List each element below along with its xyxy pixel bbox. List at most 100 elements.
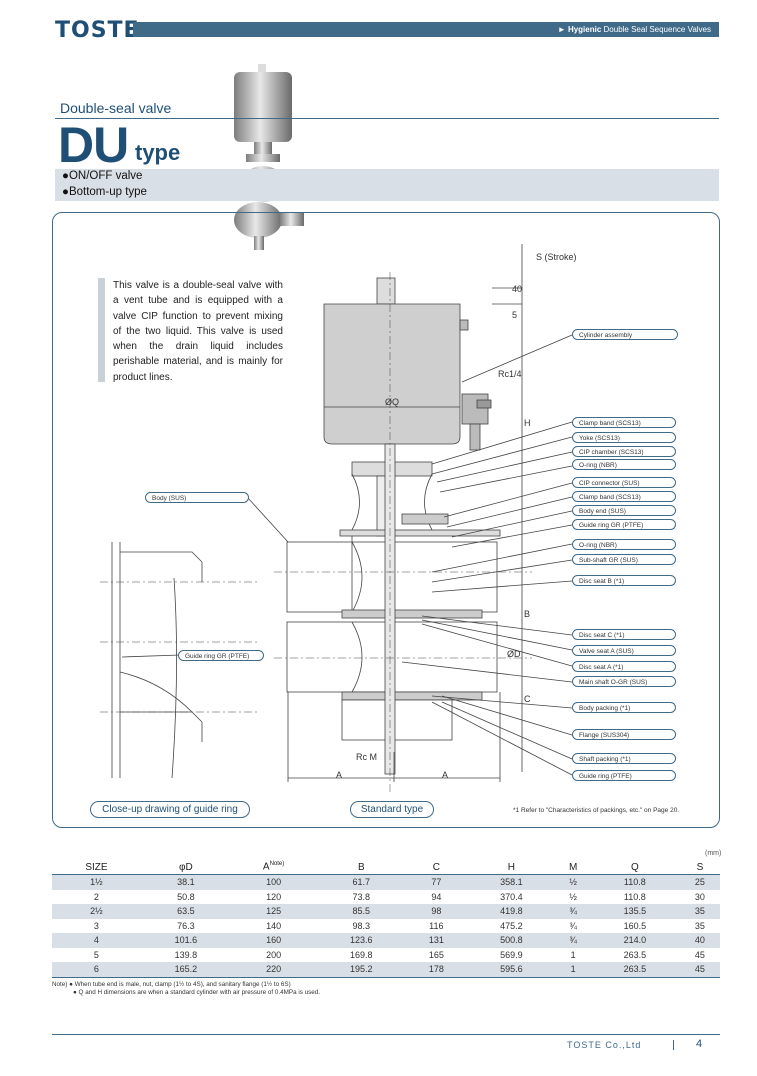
part-label: Yoke (SCS13): [572, 432, 676, 443]
part-label: Guide ring (PTFE): [572, 770, 676, 781]
feature-2: ●Bottom-up type: [62, 186, 147, 198]
cell: 131: [406, 933, 467, 948]
cell: 98: [406, 904, 467, 919]
th-s: S: [679, 860, 720, 875]
cell: 2: [93, 891, 99, 902]
footer-company: TOSTE Co.,Ltd: [567, 1040, 642, 1050]
cell: 50.8: [177, 891, 195, 902]
type-word: type: [135, 140, 181, 165]
part-label: Sub-shaft GR (SUS): [572, 554, 676, 565]
cell: 100: [230, 874, 317, 890]
dim-b: B: [524, 609, 530, 619]
part-label: Main shaft O-GR (SUS): [572, 676, 676, 687]
cell: ¾: [556, 904, 590, 919]
cell: 200: [266, 949, 282, 960]
description-text: This valve is a double-seal valve with a…: [113, 280, 283, 383]
th-a-note: Note): [269, 861, 285, 868]
cell: 165.2: [140, 962, 231, 978]
technical-drawing: S (Stroke) 40 5 Rc1/4 ØQ H B ØD C Rc M A…: [100, 244, 577, 792]
cell: 135.5: [589, 904, 680, 919]
dim-stroke: S (Stroke): [536, 252, 577, 262]
cell: 178: [406, 962, 467, 978]
part-label: Disc seat A (*1): [572, 661, 676, 672]
cell: 25: [679, 874, 720, 890]
th-m: M: [556, 860, 590, 875]
dim-h: H: [524, 418, 531, 428]
category-bold: Hygienic: [567, 25, 602, 34]
cell: 419.8: [466, 904, 557, 919]
part-label: O-ring (NBR): [572, 459, 676, 470]
cell: 120: [266, 891, 282, 902]
cell: ½: [556, 874, 590, 890]
cell: 214.0: [589, 933, 680, 948]
dim-rcm: Rc M: [356, 752, 377, 762]
cell: 35: [694, 920, 705, 931]
cell: 1: [556, 962, 590, 978]
cell: 61.7: [316, 874, 407, 890]
dim-rc14: Rc1/4: [498, 369, 522, 379]
table-unit: (mm): [705, 850, 722, 857]
cell: 63.5: [140, 904, 231, 919]
cell: 500.8: [466, 933, 557, 948]
closeup-label: Guide ring GR (PTFE): [178, 650, 264, 661]
arrow-icon: ►: [557, 25, 566, 34]
type-code: DU: [58, 117, 129, 173]
drawing-panel: [52, 212, 720, 828]
cell: 125: [230, 904, 317, 919]
cell: 123.6: [316, 933, 407, 948]
cell: 77: [406, 874, 467, 890]
footer-rule: [52, 1034, 720, 1035]
part-label: Clamp band (SCS13): [572, 417, 676, 428]
cell: 110.8: [623, 891, 646, 902]
th-c: C: [406, 860, 467, 875]
part-label: Valve seat A (SUS): [572, 645, 676, 656]
part-label: CIP connector (SUS): [572, 477, 676, 488]
cell: 6: [52, 962, 141, 978]
note-2: ● Q and H dimensions are when a standard…: [73, 989, 321, 996]
cell: 5: [93, 949, 99, 960]
part-label: CIP chamber (SCS13): [572, 446, 676, 457]
drawing-footnote: *1 Refer to "Characteristics of packings…: [513, 807, 680, 814]
cell: 139.8: [174, 949, 198, 960]
cell: 4: [52, 933, 141, 948]
cell: 116: [429, 920, 444, 931]
subtitle: Double-seal valve: [60, 100, 172, 116]
brand-logo: TOSTE: [55, 18, 140, 43]
dim-a-left: A: [336, 770, 342, 780]
feature-1: ●ON/OFF valve: [62, 170, 143, 182]
th-h: H: [466, 860, 557, 875]
page-number: 4: [696, 1038, 703, 1050]
part-label: Flange (SUS304): [572, 729, 676, 740]
part-label: Disc seat C (*1): [572, 629, 676, 640]
cell: ¾: [556, 933, 590, 948]
cell: 595.6: [466, 962, 557, 978]
cell: 370.4: [500, 891, 523, 902]
cell: 569.9: [500, 949, 523, 960]
part-label: Clamp band (SCS13): [572, 491, 676, 502]
cell: ¾: [569, 920, 577, 931]
cell: 263.5: [623, 949, 647, 960]
title-rule: [55, 118, 719, 119]
part-label: Shaft packing (*1): [572, 753, 676, 764]
cell: 160.5: [623, 920, 647, 931]
th-d: φD: [140, 860, 231, 875]
th-b: B: [316, 860, 407, 875]
cell: 35: [679, 904, 720, 919]
cell: 140: [266, 920, 282, 931]
cell: 38.1: [140, 874, 231, 890]
part-label: Disc seat B (*1): [572, 575, 676, 586]
cell: 165: [428, 949, 444, 960]
th-a-label: A: [262, 861, 270, 873]
cell: 195.2: [316, 962, 407, 978]
dim-a-right: A: [442, 770, 448, 780]
note-1: Note) ● When tube end is male, nut, clam…: [52, 981, 291, 988]
cell: 220: [230, 962, 317, 978]
cell: 45: [679, 962, 720, 978]
caption-standard: Standard type: [350, 801, 434, 818]
part-label: Cylinder assembly: [572, 329, 678, 340]
dim-od: ØD: [507, 649, 521, 659]
